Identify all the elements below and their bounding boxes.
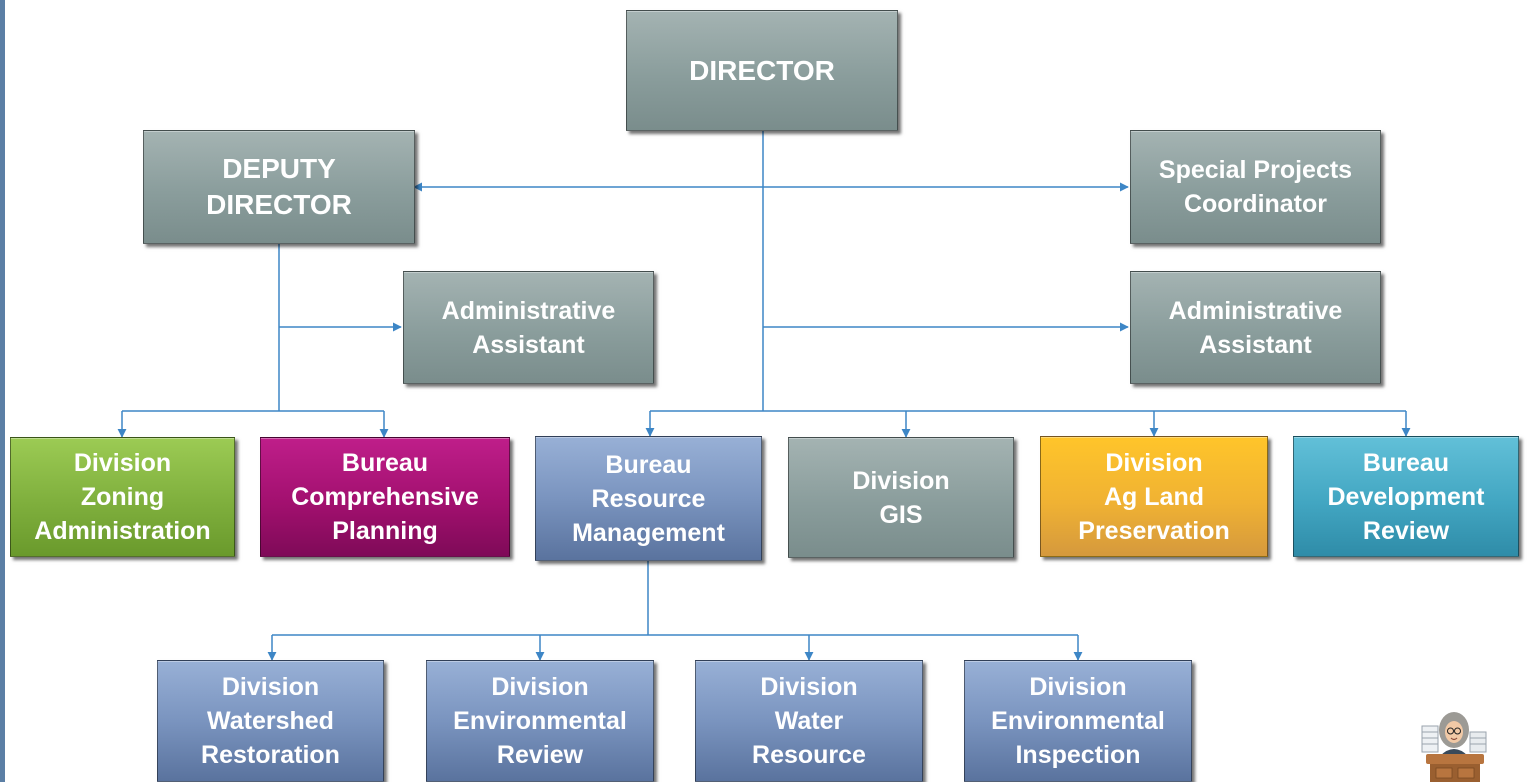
admin-assistant-right-line-1: Administrative bbox=[1168, 296, 1343, 325]
ag-land-line-2: Ag Land bbox=[1104, 482, 1204, 511]
deputy-director-line-1: DEPUTY bbox=[222, 153, 336, 184]
cartoon-person-at-desk-icon bbox=[1421, 712, 1487, 782]
division-environmental-inspection-box: Division Environmental Inspection bbox=[964, 660, 1192, 782]
director-label: DIRECTOR bbox=[689, 54, 835, 86]
watershed-line-2: Watershed bbox=[207, 707, 334, 735]
development-line-1: Bureau bbox=[1362, 448, 1450, 477]
env-inspection-line-2: Environmental bbox=[991, 707, 1165, 735]
bureau-development-review-box: Bureau Development Review bbox=[1293, 436, 1519, 557]
bureau-comprehensive-planning-box: Bureau Comprehensive Planning bbox=[260, 437, 510, 557]
ag-land-line-3: Preservation bbox=[1078, 516, 1230, 545]
division-environmental-review-box: Division Environmental Review bbox=[426, 660, 654, 782]
admin-assistant-right-box: Administrative Assistant bbox=[1130, 271, 1381, 384]
admin-assistant-right-line-2: Assistant bbox=[1199, 330, 1312, 359]
division-watershed-restoration-box: Division Watershed Restoration bbox=[157, 660, 384, 782]
director-box: DIRECTOR bbox=[626, 10, 898, 131]
resource-mgmt-line-1: Bureau bbox=[605, 450, 692, 479]
ag-land-line-1: Division bbox=[1105, 448, 1203, 477]
development-line-3: Review bbox=[1362, 516, 1450, 545]
division-water-resource-box: Division Water Resource bbox=[695, 660, 923, 782]
admin-assistant-left-line-1: Administrative bbox=[441, 296, 616, 325]
gis-line-1: Division bbox=[852, 466, 950, 495]
comprehensive-line-2: Comprehensive bbox=[291, 483, 479, 511]
development-line-2: Development bbox=[1327, 482, 1485, 511]
deputy-director-box: DEPUTY DIRECTOR bbox=[143, 130, 415, 244]
zoning-line-2: Zoning bbox=[80, 483, 165, 511]
watershed-line-1: Division bbox=[221, 673, 320, 701]
division-zoning-administration-box: Division Zoning Administration bbox=[10, 437, 235, 557]
bureau-resource-management-box: Bureau Resource Management bbox=[535, 436, 762, 561]
left-edge-rule bbox=[0, 0, 5, 782]
resource-mgmt-line-3: Management bbox=[572, 518, 725, 547]
env-review-line-1: Division bbox=[491, 673, 589, 701]
special-projects-coordinator-box: Special Projects Coordinator bbox=[1130, 130, 1381, 244]
special-projects-line-2: Coordinator bbox=[1183, 190, 1328, 218]
env-review-line-2: Environmental bbox=[453, 707, 627, 735]
water-resource-line-3: Resource bbox=[752, 741, 866, 769]
admin-assistant-left-box: Administrative Assistant bbox=[403, 271, 654, 384]
division-ag-land-preservation-box: Division Ag Land Preservation bbox=[1040, 436, 1268, 557]
water-resource-line-2: Water bbox=[774, 707, 844, 735]
special-projects-line-1: Special Projects bbox=[1158, 156, 1353, 184]
zoning-line-3: Administration bbox=[34, 517, 211, 545]
env-inspection-line-3: Inspection bbox=[1015, 741, 1141, 769]
watershed-line-3: Restoration bbox=[201, 741, 340, 769]
resource-mgmt-line-2: Resource bbox=[591, 484, 706, 513]
division-gis-box: Division GIS bbox=[788, 437, 1014, 558]
env-review-line-3: Review bbox=[496, 741, 584, 769]
water-resource-line-1: Division bbox=[760, 673, 858, 701]
gis-line-2: GIS bbox=[879, 500, 923, 529]
deputy-director-line-2: DIRECTOR bbox=[206, 189, 352, 220]
zoning-line-1: Division bbox=[73, 449, 172, 477]
env-inspection-line-1: Division bbox=[1029, 673, 1127, 701]
admin-assistant-left-line-2: Assistant bbox=[472, 330, 585, 359]
comprehensive-line-1: Bureau bbox=[341, 449, 429, 477]
comprehensive-line-3: Planning bbox=[332, 517, 438, 545]
